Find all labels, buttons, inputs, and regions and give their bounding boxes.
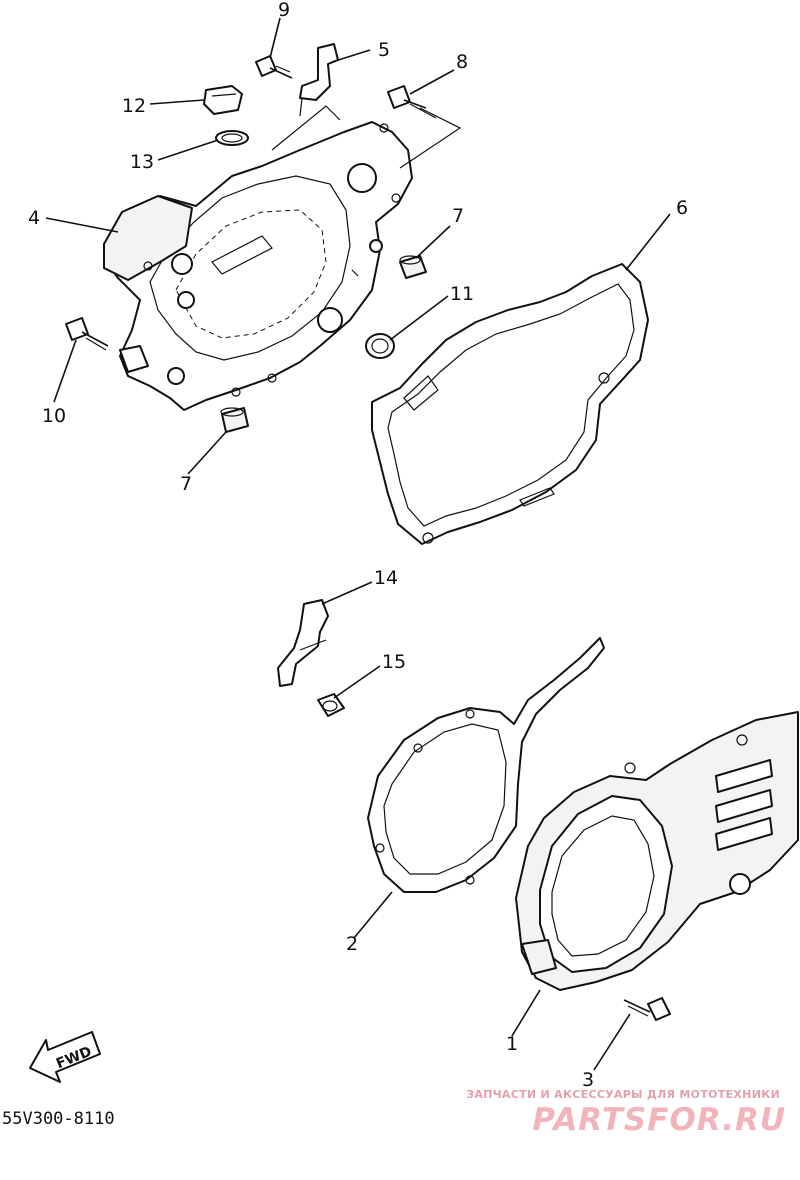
label-part-2: 2: [346, 933, 358, 955]
label-part-7-lower: 7: [180, 473, 192, 495]
assembly-guide-lines: [271, 97, 462, 169]
crankcase-gasket-part-6: [371, 263, 649, 545]
oil-seal-part-11: [365, 333, 395, 359]
label-part-3: 3: [582, 1069, 594, 1091]
label-part-15: 15: [382, 651, 406, 673]
label-part-6: 6: [676, 197, 688, 219]
leader-lines: [45, 17, 671, 1071]
dowel-pin-part-7-upper: [399, 255, 427, 279]
watermark-brand: PARTSFOR.RU: [532, 1102, 786, 1138]
drawing-code: 55V300-8110: [2, 1109, 115, 1129]
screw-part-15: [317, 693, 345, 717]
label-part-5: 5: [378, 39, 390, 61]
label-part-9: 9: [278, 0, 290, 21]
label-part-14: 14: [374, 567, 398, 589]
label-part-8: 8: [456, 51, 468, 73]
watermark: ЗАПЧАСТИ И АКСЕССУАРЫ ДЛЯ МОТОТЕХНИКИ PA…: [466, 1088, 786, 1138]
label-part-4: 4: [28, 207, 40, 229]
fwd-direction-marker: FWD: [29, 1031, 101, 1083]
watermark-tagline: ЗАПЧАСТИ И АКСЕССУАРЫ ДЛЯ МОТОТЕХНИКИ: [466, 1088, 780, 1101]
bolt-part-8: [387, 85, 427, 109]
magneto-cover-part-1: [515, 711, 799, 991]
bracket-part-14: [277, 599, 329, 687]
label-part-12: 12: [122, 95, 146, 117]
magneto-cover-gasket-part-2: [367, 637, 605, 893]
bolt-part-10: [65, 317, 109, 351]
label-part-11: 11: [450, 283, 474, 305]
dowel-pin-part-7-lower: [220, 407, 249, 433]
label-part-7-upper: 7: [452, 205, 464, 227]
crankcase-cover-part-4: [103, 121, 413, 411]
part-number-labels: 9 5 8 12 13 4 7 6 11 10 7 14 15 2 1 3: [28, 0, 688, 1091]
bolt-part-3: [623, 997, 671, 1021]
label-part-1: 1: [506, 1033, 518, 1055]
o-ring-part-13: [215, 130, 249, 146]
label-part-13: 13: [130, 151, 154, 173]
oil-plug-part-12: [203, 85, 243, 115]
label-part-10: 10: [42, 405, 66, 427]
bolt-part-9: [255, 55, 293, 79]
bracket-part-5: [299, 43, 339, 101]
